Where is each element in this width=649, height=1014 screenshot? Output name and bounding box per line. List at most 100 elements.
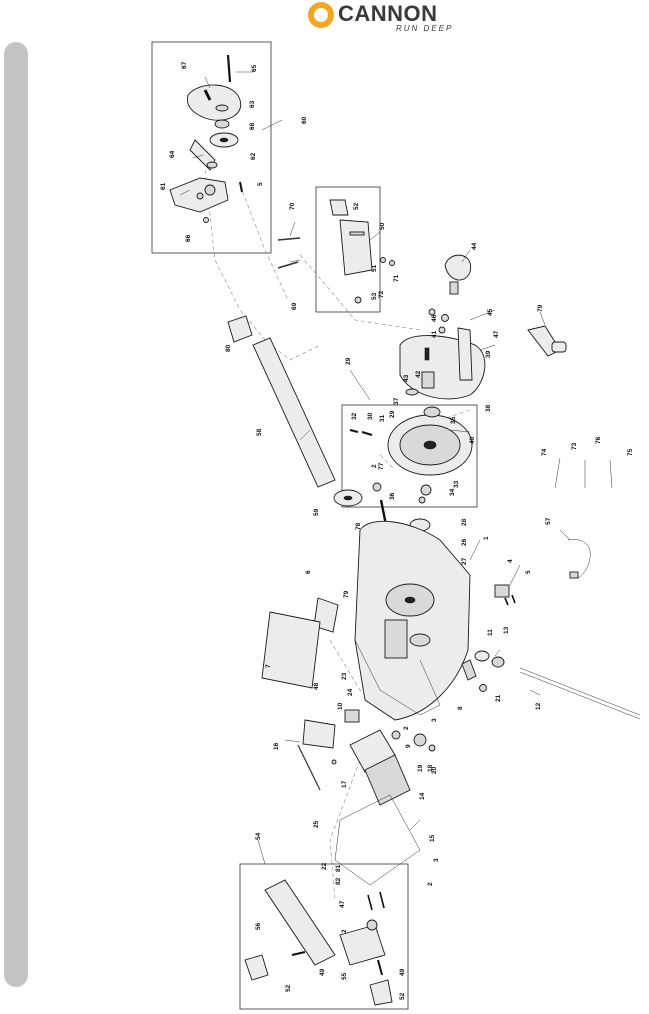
boom-end-tube-56	[264, 879, 336, 966]
shaft-bearing	[206, 161, 218, 169]
spool-bearing	[423, 406, 441, 418]
callout-label: 39	[485, 350, 492, 358]
callout-label: 72	[378, 290, 385, 298]
callout-label: 19	[417, 764, 424, 772]
gear-housing-cover	[186, 84, 242, 121]
washer-34	[418, 496, 426, 504]
callout-label: 17	[341, 780, 348, 788]
clutch-knob	[329, 199, 349, 216]
callout-label: 66	[185, 234, 192, 242]
washer-33	[420, 484, 432, 496]
gearbox-boss	[204, 184, 216, 196]
board-bracket	[297, 744, 321, 791]
switch-10	[344, 709, 360, 723]
screw-49b	[377, 959, 383, 976]
gearbox-boss-small	[196, 192, 204, 200]
nut-part	[203, 217, 209, 223]
spool-subassembly-box	[341, 404, 478, 508]
callout-label: 75	[627, 448, 634, 456]
screw-70	[277, 237, 301, 241]
part-8	[461, 659, 477, 681]
housing-gear-rack	[384, 619, 408, 659]
callout-label: 60	[301, 116, 308, 124]
line-guide-42	[421, 371, 435, 389]
callout-label: 45	[487, 308, 494, 316]
screw-49a	[291, 951, 306, 956]
callout-label: 35	[450, 416, 457, 424]
callout-label: 70	[289, 202, 296, 210]
bushing-80	[227, 315, 253, 343]
assembly-line	[299, 254, 421, 331]
callout-label: 3	[433, 858, 440, 862]
callout-label: 49	[319, 968, 326, 976]
crank-grip	[551, 341, 567, 353]
callout-label: 79	[537, 304, 544, 312]
callout-label: 29	[389, 410, 396, 418]
brand-name: CANNON	[338, 1, 438, 26]
screw-47c	[379, 891, 385, 909]
callout-label: 54	[255, 832, 262, 840]
callout-label: 26	[461, 538, 468, 546]
callout-label: 55	[341, 972, 348, 980]
callout-label: 1	[483, 536, 490, 540]
connector-11	[474, 650, 490, 662]
pin-part	[226, 54, 232, 83]
spring-part	[203, 89, 212, 101]
callout-label: 59	[313, 508, 320, 516]
callout-label: 36	[389, 492, 396, 500]
assembly-line	[439, 409, 471, 421]
bearing-part	[214, 119, 230, 129]
callout-label: 28	[461, 518, 468, 526]
callout-label: 18	[427, 764, 434, 772]
clutch-slot	[349, 231, 365, 236]
assembly-line	[329, 639, 396, 721]
callout-labels: 67 65 63 68 60 64 62 61 5 66 70 69 52 50…	[160, 61, 634, 1000]
callout-label: 76	[595, 436, 602, 444]
washer-43	[405, 388, 419, 396]
callout-label: 78	[355, 522, 362, 530]
callout-label: 53	[371, 292, 378, 300]
callout-label: 67	[181, 61, 188, 69]
part-18-19	[413, 733, 427, 747]
decal-plate-7	[261, 611, 321, 689]
bushing-2d	[366, 919, 378, 931]
callout-label: 31	[379, 414, 386, 422]
callout-label: 20	[431, 766, 438, 774]
clip-77	[372, 482, 382, 492]
connector-13	[491, 656, 505, 668]
callout-label: 71	[393, 274, 400, 282]
callout-label: 41	[431, 330, 438, 338]
callout-label: 64	[169, 150, 176, 158]
assembly-line	[239, 184, 289, 301]
callout-label: 80	[225, 344, 232, 352]
callout-label: 52	[285, 984, 292, 992]
callout-label: 13	[503, 626, 510, 634]
part-21	[479, 684, 487, 692]
pulley-hub	[343, 495, 353, 501]
spool-hub	[423, 440, 437, 450]
callout-label: 27	[461, 557, 468, 565]
callout-label: 37	[393, 397, 400, 405]
screw-part	[239, 181, 243, 193]
brand-tagline: RUN DEEP	[396, 24, 454, 33]
callout-label: 52	[353, 202, 360, 210]
pulley-cap-52c	[369, 979, 393, 1006]
callout-label: 25	[313, 820, 320, 828]
callout-label: 14	[419, 792, 426, 800]
screw-17	[331, 759, 337, 765]
callout-label: 2	[403, 726, 410, 730]
page-edge-tab	[4, 42, 28, 987]
assembly-line	[379, 454, 396, 471]
callout-label: 5	[257, 182, 264, 186]
callout-label: 6	[305, 570, 312, 574]
callout-label: 57	[545, 517, 552, 525]
housing-bearing	[409, 633, 431, 647]
callout-label: 50	[379, 222, 386, 230]
callout-label: 58	[256, 428, 263, 436]
boom-end-subassembly-box	[239, 863, 409, 1010]
callout-label: 11	[487, 629, 494, 636]
callout-label: 62	[250, 152, 257, 160]
callout-label: 2	[427, 882, 434, 886]
callout-label: 68	[249, 122, 256, 130]
